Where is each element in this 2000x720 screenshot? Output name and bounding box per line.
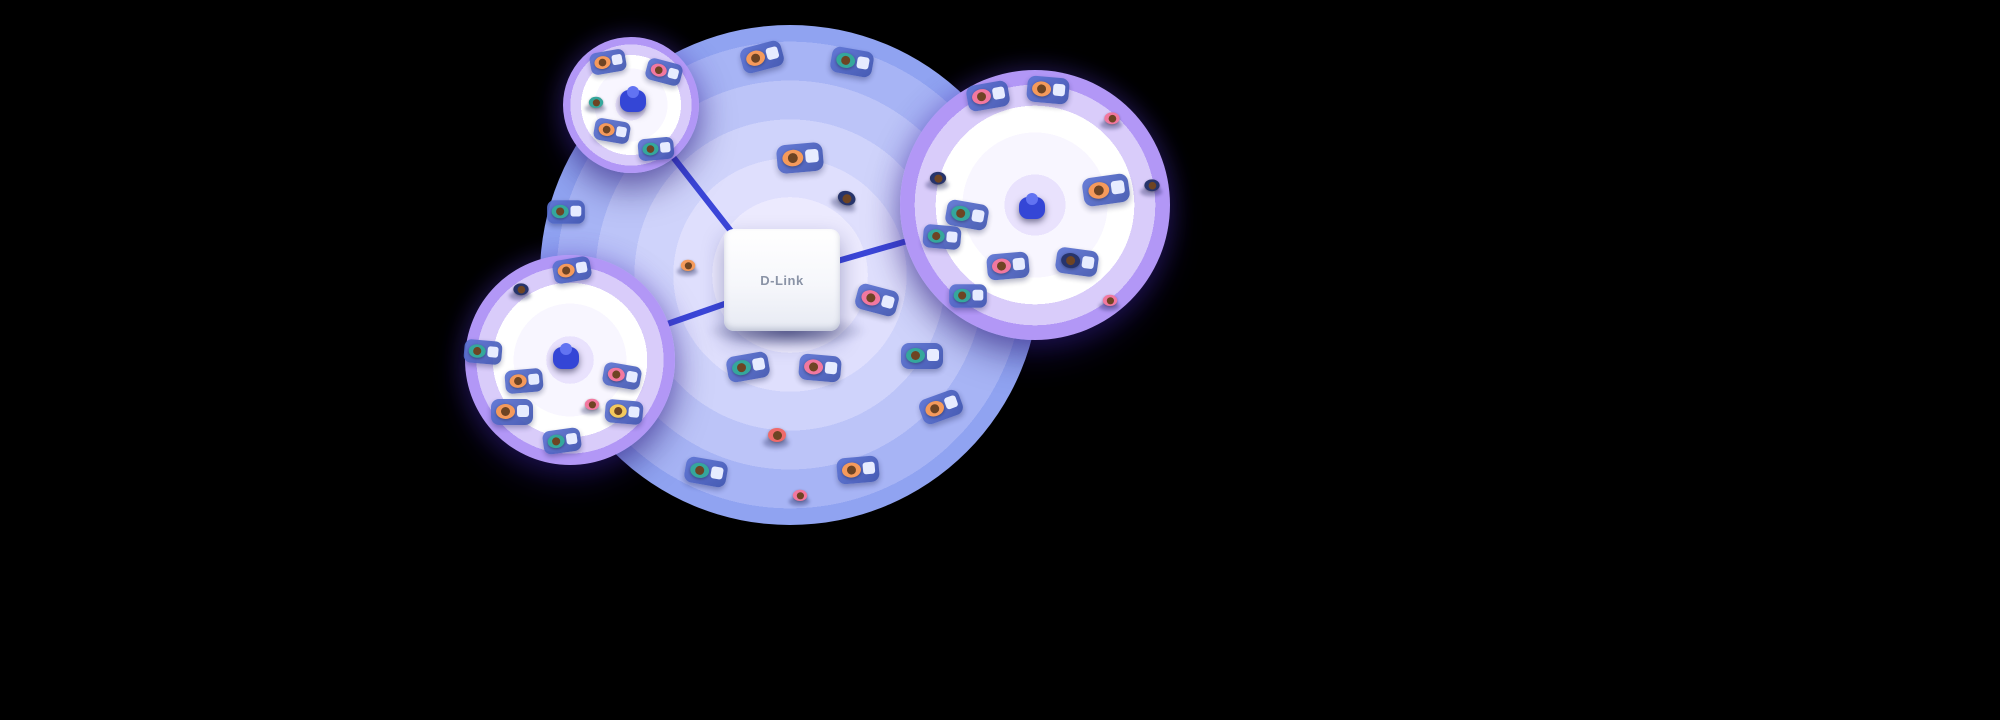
person-at-desk-icon <box>1079 168 1132 212</box>
person-walking-icon <box>1133 173 1170 202</box>
router-brand-logo: D-Link <box>760 272 804 288</box>
person-at-desk-icon <box>603 395 645 429</box>
person-at-desk-icon <box>636 133 676 165</box>
mesh-node-icon <box>1010 190 1054 224</box>
person-walking-icon <box>670 253 705 280</box>
mesh-node-icon <box>544 340 588 374</box>
person-walking-icon <box>502 277 539 306</box>
person-at-desk-icon <box>540 423 583 459</box>
person-at-desk-icon <box>490 395 534 429</box>
person-at-desk-icon <box>600 357 644 394</box>
router-device: D-Link <box>724 229 840 331</box>
person-at-desk-icon <box>851 278 902 322</box>
person-at-desk-icon <box>1025 71 1072 109</box>
person-at-desk-icon <box>985 247 1032 285</box>
person-at-desk-icon <box>1053 242 1101 282</box>
person-walking-icon <box>820 177 873 224</box>
person-walking-icon <box>1092 288 1127 315</box>
person-at-desk-icon <box>900 339 944 373</box>
person-at-desk-icon <box>797 349 844 387</box>
person-at-desk-icon <box>681 451 730 492</box>
person-walking-icon <box>574 392 609 419</box>
person-at-desk-icon <box>550 251 594 288</box>
person-at-desk-icon <box>948 281 988 312</box>
person-walking-icon <box>1093 106 1130 135</box>
person-at-desk-icon <box>774 137 825 178</box>
person-at-desk-icon <box>587 45 629 80</box>
person-at-desk-icon <box>963 75 1012 116</box>
person-at-desk-icon <box>915 384 968 431</box>
person-at-desk-icon <box>591 114 633 149</box>
person-walking-icon <box>918 165 958 196</box>
person-at-desk-icon <box>736 35 787 79</box>
person-at-desk-icon <box>835 451 882 489</box>
person-at-desk-icon <box>827 41 876 82</box>
person-at-desk-icon <box>462 335 504 369</box>
person-walking-icon <box>578 90 613 117</box>
person-at-desk-icon <box>723 346 772 387</box>
person-at-desk-icon <box>921 220 963 254</box>
person-walking-icon <box>755 420 799 454</box>
mesh-node-icon <box>611 83 655 117</box>
person-at-desk-icon <box>546 197 586 228</box>
person-at-desk-icon <box>503 364 545 398</box>
person-walking-icon <box>782 483 817 510</box>
